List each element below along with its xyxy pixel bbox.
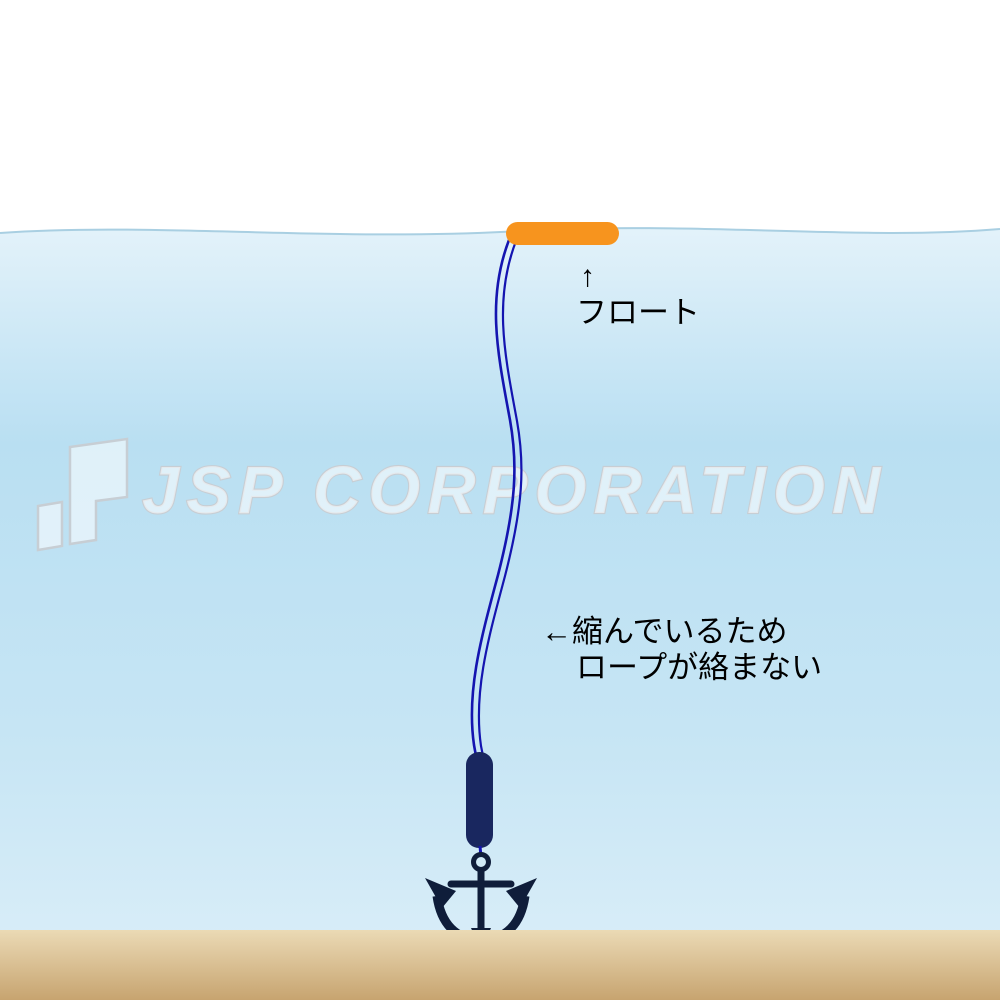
water	[0, 228, 1000, 946]
float-label: フロート	[576, 295, 700, 330]
rope	[470, 239, 523, 757]
seabed	[0, 930, 1000, 1000]
float	[506, 222, 619, 245]
note-line2: ロープが絡まない	[576, 650, 822, 685]
float-arrow: ↑	[580, 260, 595, 293]
note-line1: ←縮んでいるため	[541, 614, 787, 649]
rope-spool	[466, 752, 493, 848]
jsp-logo-icon	[36, 437, 129, 552]
